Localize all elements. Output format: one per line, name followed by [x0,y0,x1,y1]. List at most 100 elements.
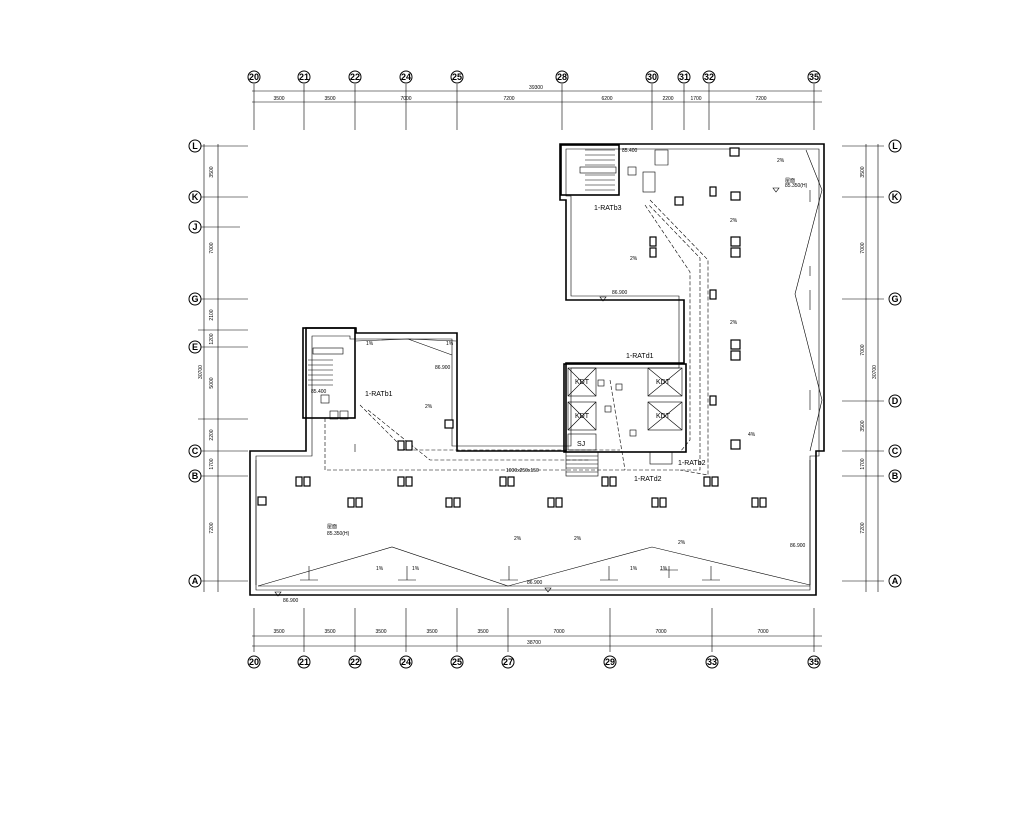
top-dimension-segment: 1700 [690,96,701,102]
axis-bubble: 22 [348,70,362,84]
top-axis-bubbles: 20 21 22 24 25 28 30 31 32 35 [247,70,821,84]
slope-label: 2% [777,158,785,164]
bottom-total-dimension: 38700 [527,640,541,646]
kdt-label: KDT [575,413,590,420]
stair-top-elevation: 85.400 [622,148,638,154]
bottom-dimension-chain: 3500 3500 3500 3500 3500 7000 7000 7000 … [252,608,822,652]
svg-text:B: B [192,471,199,481]
left-dimension-segment: 5000 [209,377,215,388]
elevator-core: KDT KDT KDT KDT SJ [563,363,687,477]
top-dimension-segment: 7000 [400,96,411,102]
axis-bubble: J [188,220,202,234]
left-dimension-segment: 1700 [209,458,215,469]
elevation-prefix: 屋面 [327,524,337,530]
axis-bubble: 22 [348,655,362,669]
top-dimension-chain: 39300 3500 3500 7000 7200 7200 6200 2200… [252,84,822,130]
stair-left: 85.400 [302,327,356,420]
slope-label: 1% [412,566,420,572]
axis-bubble: 25 [450,70,464,84]
axis-bubble: 30 [645,70,659,84]
bottom-dimension-segment: 7000 [655,629,666,635]
top-dimension-segment: 3500 [273,96,284,102]
svg-text:32: 32 [704,72,714,82]
right-dimension-segment: 7200 [860,522,866,533]
top-total-dimension: 39300 [529,85,543,91]
roof-drains [300,190,811,581]
svg-text:D: D [892,396,899,406]
bottom-dimension-segment: 7000 [553,629,564,635]
axis-bubble: C [188,444,202,458]
parapet-elevation: 86.900 [790,543,806,549]
svg-text:C: C [892,446,899,456]
axis-bubble: 20 [247,70,261,84]
roof-elevation: 85.350(H) [785,183,808,189]
top-dimension-segment: 7200 [503,96,514,102]
annotations: 1-RATb3 1-RATb1 1-RATd1 1-RATd2 1-RATb2 … [283,158,808,604]
slope-label: 1% [366,341,374,347]
axis-bubble: G [188,292,202,306]
right-dimension-chain: 3500 7000 7000 3500 1700 7200 30700 [842,144,884,592]
axis-bubble: 35 [807,655,821,669]
svg-text:20: 20 [249,657,259,667]
rat-label: 1-RATb3 [594,205,622,212]
axis-bubble: B [188,469,202,483]
axis-bubble: D [888,394,902,408]
svg-text:31: 31 [679,72,689,82]
parapet-elevation: 86.900 [435,365,451,371]
duct-routes [324,199,709,476]
left-dimension-segment: 3500 [209,166,215,177]
svg-text:G: G [191,294,198,304]
left-axis-bubbles: L K J G E C B A [188,139,202,588]
left-dimension-chain: 3500 7000 2100 1200 5000 2200 1700 7200 … [198,144,248,592]
svg-text:A: A [192,576,199,586]
axis-bubble: 32 [702,70,716,84]
svg-text:24: 24 [401,657,411,667]
axis-bubble: 20 [247,655,261,669]
svg-text:21: 21 [299,657,309,667]
axis-bubble: 35 [807,70,821,84]
top-dimension-segment: 3500 [324,96,335,102]
building-outline [249,143,825,596]
left-dimension-segment: 7200 [209,522,215,533]
svg-text:35: 35 [809,657,819,667]
stair-upper: 85.400 [560,144,669,196]
slope-label: 1% [446,341,454,347]
slope-label: 2% [678,540,686,546]
left-dimension-segment: 1200 [209,333,215,344]
svg-text:A: A [892,576,899,586]
axis-bubble: 29 [603,655,617,669]
svg-text:25: 25 [452,72,462,82]
slope-label: 2% [730,320,738,326]
elevation-prefix: 屋面 [785,178,795,184]
bottom-axis-bubbles: 20 21 22 24 25 27 29 33 35 [247,655,821,669]
elevation-markers [274,187,780,597]
bottom-dimension-segment: 3500 [477,629,488,635]
right-total-dimension: 30700 [872,365,878,379]
top-dimension-segment: 7200 [755,96,766,102]
svg-text:28: 28 [557,72,567,82]
parapet-elevation: 86.900 [283,598,299,604]
parapet-elevation: 86.900 [612,290,628,296]
bottom-dimension-segment: 3500 [375,629,386,635]
left-total-dimension: 30700 [198,365,204,379]
right-dimension-segment: 3500 [860,166,866,177]
svg-text:L: L [192,141,198,151]
svg-text:33: 33 [707,657,717,667]
svg-text:24: 24 [401,72,411,82]
parapet-elevation: 86.900 [527,580,543,586]
rat-label: 1-RATb2 [678,460,706,467]
bottom-dimension-segment: 3500 [426,629,437,635]
roof-elevation: 85.350(H) [327,531,350,537]
slope-label: 2% [630,256,638,262]
svg-text:J: J [192,222,197,232]
svg-text:C: C [192,446,199,456]
rat-label: 1-RATd1 [626,353,654,360]
axis-bubble: 33 [705,655,719,669]
left-dimension-segment: 2100 [209,309,215,320]
svg-text:20: 20 [249,72,259,82]
slope-label: 1% [630,566,638,572]
svg-text:E: E [192,342,198,352]
bottom-dimension-segment: 3500 [324,629,335,635]
svg-text:21: 21 [299,72,309,82]
